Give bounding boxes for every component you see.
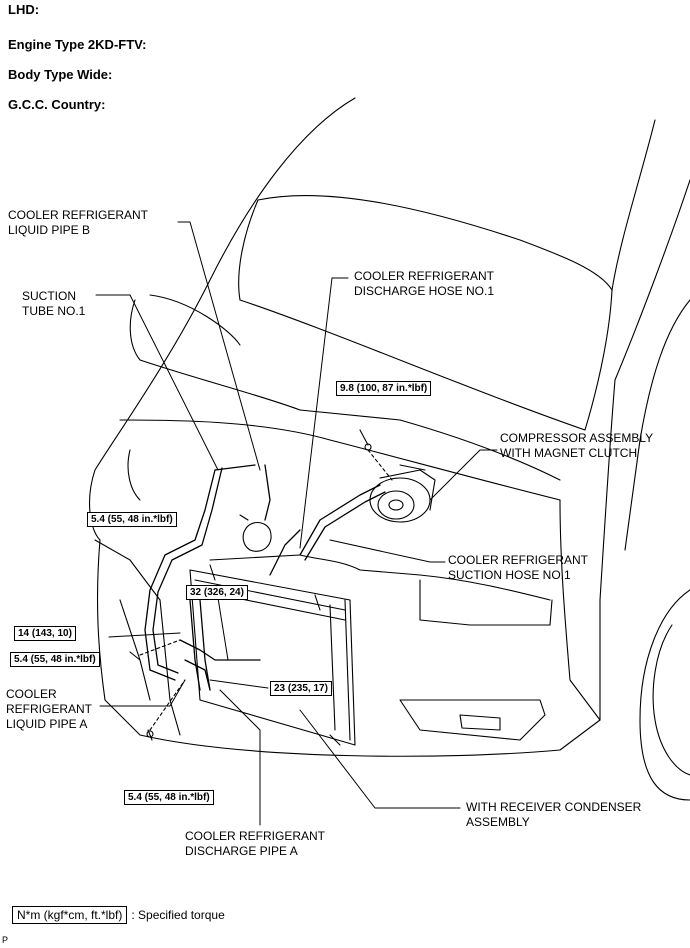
legend-text: : Specified torque	[131, 908, 225, 922]
leader-lines	[95, 221, 498, 826]
install-guide-lines	[139, 449, 393, 731]
legend-unit-box: N*m (kgf*cm, ft.*lbf)	[12, 906, 128, 924]
torque-condenser-nut: 23 (235, 17)	[270, 681, 332, 696]
compressor-drawing	[369, 464, 436, 523]
torque-legend: N*m (kgf*cm, ft.*lbf): Specified torque	[12, 906, 225, 924]
engine-type-heading: Engine Type 2KD-FTV:	[8, 37, 147, 52]
torque-condenser-bolt: 32 (326, 24)	[186, 585, 248, 600]
torque-pipe-nut: 14 (143, 10)	[14, 626, 76, 641]
torque-compressor-bolt: 9.8 (100, 87 in.*lbf)	[336, 381, 432, 396]
torque-upper-bolt: 5.4 (55, 48 in.*lbf)	[87, 512, 177, 527]
refrigerant-piping	[144, 464, 386, 691]
country-heading: G.C.C. Country:	[8, 97, 106, 112]
vehicle-body-outline	[89, 97, 690, 801]
torque-lower-bolt: 5.4 (55, 48 in.*lbf)	[10, 652, 100, 667]
body-type-heading: Body Type Wide:	[8, 67, 113, 82]
corner-mark: P	[2, 935, 9, 945]
torque-bottom-bolt: 5.4 (55, 48 in.*lbf)	[124, 790, 214, 805]
bolts	[129, 429, 372, 741]
lhd-heading: LHD:	[8, 2, 40, 17]
